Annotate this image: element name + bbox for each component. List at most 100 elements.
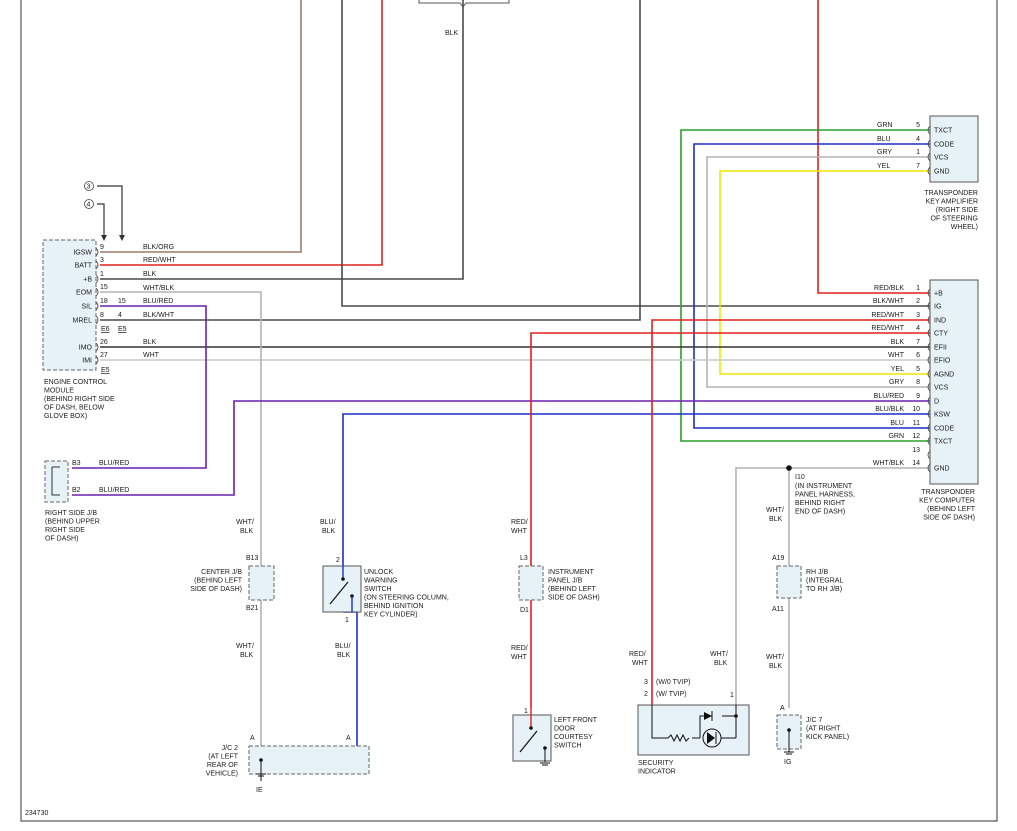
instrument-caption-line: INSTRUMENT xyxy=(548,569,595,576)
label-redwht-b: WHT xyxy=(511,528,528,535)
computer-pin-number: 3 xyxy=(916,312,920,319)
wire-cty-redwht xyxy=(530,332,930,708)
ecm-pin-batt: BATT xyxy=(75,263,93,270)
jc2-pin-a2: A xyxy=(346,735,351,742)
connector-bracket-icon xyxy=(927,409,931,419)
connector-e5-b: E5 xyxy=(101,367,110,374)
security-caption-line: SECURITY xyxy=(638,760,674,767)
label-blublk-b: BLK xyxy=(322,528,336,535)
ecm-pin-igsw: IGSW xyxy=(73,250,92,257)
label-amp-grn: GRN xyxy=(877,122,893,129)
computer-pin-plusb: +B xyxy=(934,291,943,298)
unlock-pin-1: 1 xyxy=(345,617,349,624)
ecm-caption-line: ENGINE CONTROL xyxy=(44,379,107,386)
callout-3: 3 xyxy=(87,184,91,191)
unlock-pin-2: 2 xyxy=(336,557,340,564)
label-redwht-a: RED/ xyxy=(511,519,528,526)
callout-3-arrow xyxy=(97,185,123,238)
computer-wire-label: RED/WHT xyxy=(871,312,904,319)
label-blk-org: BLK/ORG xyxy=(143,244,174,251)
right-jb-box xyxy=(44,460,69,503)
computer-wire-label: RED/WHT xyxy=(871,325,904,332)
computer-pin-number: 13 xyxy=(912,447,920,454)
computer-pin-vcs: VCS xyxy=(934,385,949,392)
label-whtblk-g: WHT/ xyxy=(766,507,784,514)
right-jb-caption-line: OF DASH) xyxy=(45,536,78,543)
ecm-pin-eom: EOM xyxy=(76,290,92,297)
label-whtblk-e: WHT/ xyxy=(710,651,728,658)
center-jb-bottom: B21 xyxy=(246,605,259,612)
computer-pin-number: 8 xyxy=(916,379,920,386)
ecm-pin-imi: IMI xyxy=(82,358,92,365)
switch-blade-icon xyxy=(519,730,538,753)
jc7-pin-a: A xyxy=(780,705,785,712)
computer-wire-label: YEL xyxy=(891,366,904,373)
label-redwht-f: WHT xyxy=(632,660,649,667)
ecm-pin-number: 8 xyxy=(100,312,104,319)
security-indicator: 3 (W/0 TVIP) 2 (W/ TVIP) 1 SECURITYINDIC… xyxy=(629,651,750,776)
unlock-caption-line: WARNING xyxy=(364,578,398,585)
jc7-caption-line: J/C 7 xyxy=(806,717,822,724)
amp-pin-gnd: GND xyxy=(934,169,950,176)
instrument-jb-box xyxy=(518,565,544,601)
jc2-caption-line: (AT LEFT xyxy=(208,754,238,761)
center-jb-top: B13 xyxy=(246,555,259,562)
security-lead xyxy=(651,705,668,739)
label-redwht-d: WHT xyxy=(511,654,528,661)
rh-jb-bottom: A11 xyxy=(772,606,784,613)
label-amp-blu: BLU xyxy=(877,136,891,143)
wire-plusb-black xyxy=(100,0,464,280)
computer-pin-number: 10 xyxy=(912,406,920,413)
top-blk-label: BLK xyxy=(445,30,459,37)
door-caption-line: DOOR xyxy=(554,726,575,733)
computer-pin-number: 9 xyxy=(916,393,920,400)
ecm-pin-number: 27 xyxy=(100,352,108,359)
led-diode-icon xyxy=(707,732,715,744)
label-blublk-a: BLU/ xyxy=(320,519,336,526)
jc7-ground-label: IG xyxy=(784,759,791,766)
computer-pin-gnd: GND xyxy=(934,466,950,473)
computer-pin-number: 7 xyxy=(916,339,920,346)
wire-ksw-blublk-upper xyxy=(342,413,930,566)
rh-jb-top: A19 xyxy=(772,555,785,562)
callout-3-circle xyxy=(84,181,94,191)
right-jb-pin-b2: B2 xyxy=(72,487,81,494)
center-jb-caption-line: CENTER J/B xyxy=(201,569,242,576)
computer-wire-label: GRN xyxy=(888,433,904,440)
instrument-jb-top: L3 xyxy=(520,555,528,562)
connector-bracket-icon xyxy=(95,260,99,270)
connector-bracket-icon xyxy=(927,152,931,162)
computer-caption-line: (BEHIND LEFT xyxy=(927,506,976,513)
wire-txct-green xyxy=(680,129,930,442)
label-whtblk-i: WHT/ xyxy=(766,654,784,661)
transponder-key-computer: +B1IG2IND3CTY4EFII7EFIO6AGND5VCS8D9KSW10… xyxy=(871,279,979,522)
unlock-caption-line: KEY CYLINDER) xyxy=(364,612,418,619)
computer-wire-label: BLU xyxy=(890,420,904,427)
connector-bracket-icon xyxy=(95,315,99,325)
jc7-caption-line: KICK PANEL) xyxy=(806,734,849,741)
arrowhead-icon xyxy=(119,235,125,241)
ecm-caption-line: GLOVE BOX) xyxy=(44,413,87,420)
wire-ig-blkwht xyxy=(341,0,930,307)
center-jb-caption-line: SIDE OF DASH) xyxy=(190,586,242,593)
computer-wire-label: WHT/BLK xyxy=(873,460,904,467)
amp-pin-number: 7 xyxy=(916,163,920,170)
amplifier-caption-line: OF STEERING xyxy=(931,216,978,223)
computer-pin-ig: IG xyxy=(934,304,941,311)
switch-contact-icon xyxy=(529,726,533,730)
amp-pin-code: CODE xyxy=(934,142,955,149)
computer-caption-line: TRANSPONDER xyxy=(921,489,975,496)
connector-e5-a: E5 xyxy=(118,326,127,333)
jc2-caption-line: J/C 2 xyxy=(222,745,238,752)
ecm-caption-line: (BEHIND RIGHT SIDE xyxy=(44,396,115,403)
computer-wire-label: BLK xyxy=(891,339,905,346)
label-imo-blk: BLK xyxy=(143,339,157,346)
